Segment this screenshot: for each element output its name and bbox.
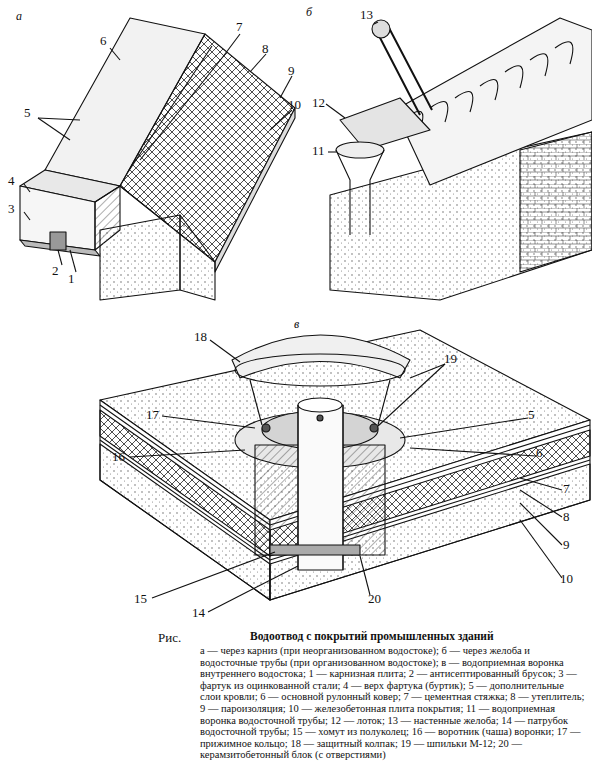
callout-number: 19 [444,352,457,365]
callout-number: 2 [52,264,59,277]
callout-number: 13 [360,8,373,21]
callout-number: 6 [536,446,543,459]
callout-number: 20 [368,592,381,605]
callout-number: 12 [312,96,325,109]
callout-number: 17 [146,408,159,421]
callout-number: 14 [192,606,205,619]
callout-number: 5 [528,408,535,421]
panel-letter: а [16,10,22,23]
figure-title: Водоотвод с покрытий промышленных зданий [250,630,570,643]
figure-label: Рис. [158,631,181,644]
figure-caption: а — через карниз (при неорганизованном в… [200,645,586,761]
panel-letter: в [294,318,299,331]
panel-letter: б [306,6,312,19]
callout-number: 10 [288,98,301,111]
callout-number: 9 [288,64,295,77]
callout-number: 7 [236,20,243,33]
callout-number: 11 [312,144,325,157]
callout-number: 7 [563,482,570,495]
callout-number: 4 [8,174,15,187]
callout-number: 9 [563,538,570,551]
callout-number: 10 [560,572,573,585]
callout-number: 15 [134,592,147,605]
callout-number: 5 [24,106,31,119]
callout-number: 6 [100,34,107,47]
callout-number: 3 [8,202,15,215]
callout-number: 8 [563,510,570,523]
callout-number: 8 [262,42,269,55]
callout-number: 18 [194,330,207,343]
callout-number: 16 [112,450,125,463]
callout-number: 1 [68,272,75,285]
